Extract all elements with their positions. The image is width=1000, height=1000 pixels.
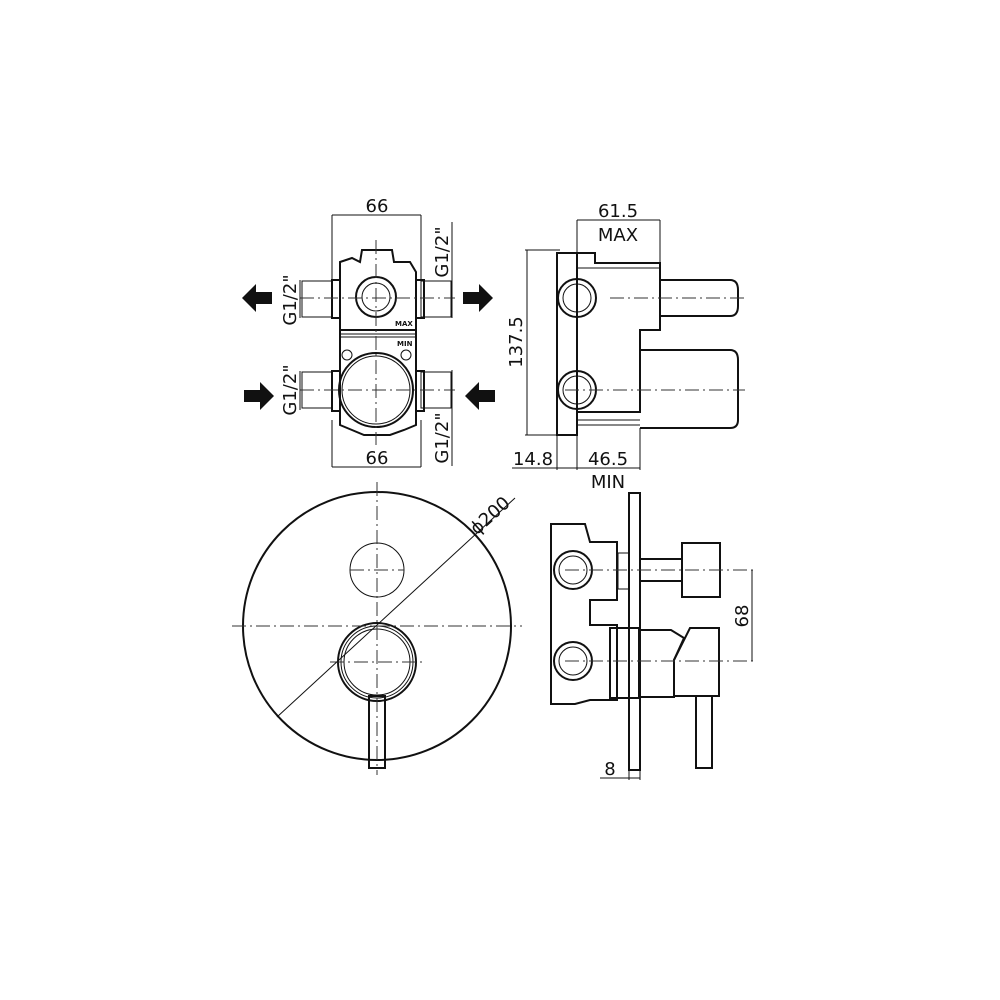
thread-right-bottom: G1/2" — [432, 412, 453, 463]
plate-view: ϕ200 — [232, 482, 522, 775]
inlet-arrow-right-icon — [465, 382, 495, 410]
depth-min-label: MIN — [591, 472, 625, 493]
max-label: MAX — [395, 320, 413, 328]
plate-thickness-value: 8 — [604, 759, 615, 780]
outlet-arrow-right-icon — [463, 284, 493, 312]
inlet-arrow-left-icon — [244, 382, 274, 410]
depth-min-value: 46.5 — [588, 449, 628, 470]
diameter-label: ϕ200 — [466, 493, 514, 540]
assembled-view: 68 8 — [550, 492, 755, 780]
front-view: 66 66 MAX MIN — [242, 196, 495, 469]
side-view: 61.5 MAX 137.5 14.8 46.5 MIN — [506, 201, 745, 493]
offset-value: 14.8 — [513, 449, 553, 470]
min-label: MIN — [397, 340, 413, 348]
depth-max-value: 61.5 — [598, 201, 638, 222]
depth-max-label: MAX — [598, 225, 638, 246]
outlet-arrow-left-icon — [242, 284, 272, 312]
width-bottom-label: 66 — [366, 448, 389, 469]
width-top-label: 66 — [366, 196, 389, 217]
thread-left-top: G1/2" — [280, 274, 301, 325]
height-value: 137.5 — [506, 316, 527, 368]
spacing-value: 68 — [732, 605, 753, 628]
thread-right-top: G1/2" — [432, 226, 453, 277]
thread-left-bottom: G1/2" — [280, 364, 301, 415]
